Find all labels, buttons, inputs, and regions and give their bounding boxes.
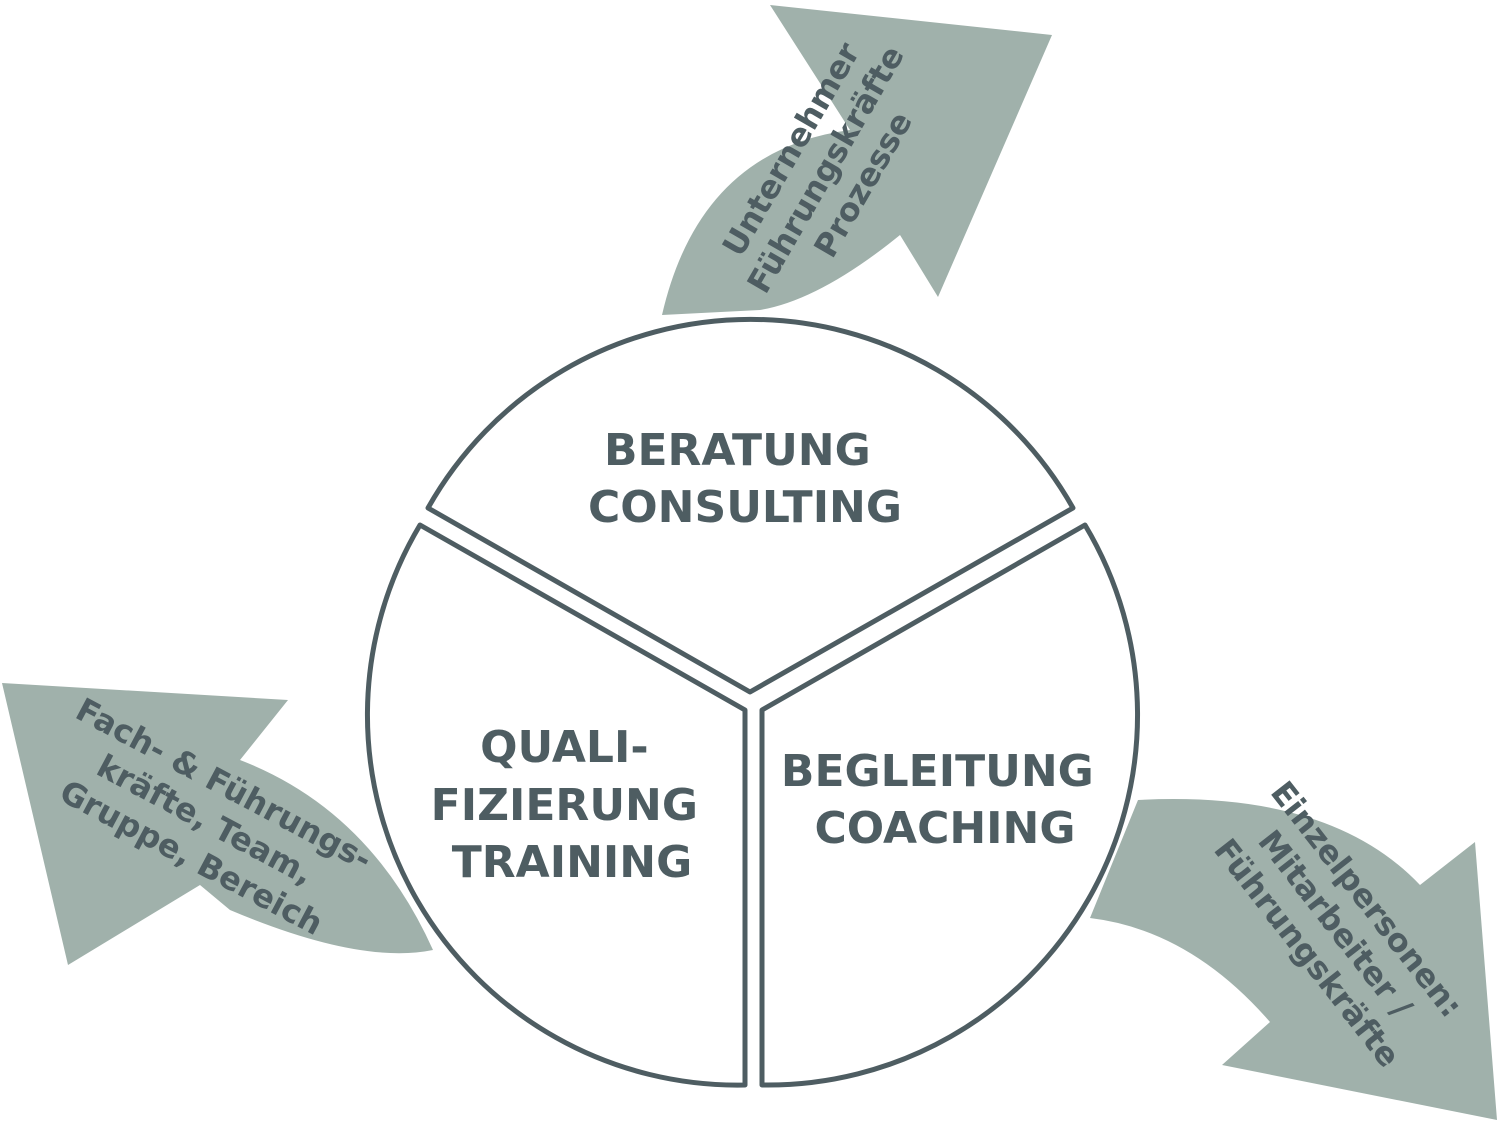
service-circle (364, 316, 1141, 1088)
segment-begleitung-line1: BEGLEITUNG (781, 746, 1094, 797)
segment-begleitung-label: BEGLEITUNG COACHING (781, 746, 1109, 854)
segment-qualifizierung-label: QUALI- FIZIERUNG TRAINING (431, 722, 714, 888)
segment-qualifizierung (364, 522, 748, 1088)
segment-qualifizierung-line1: QUALI- (480, 722, 649, 773)
arrow-top: Unternehmer Führungskräfte Prozesse (662, 5, 1052, 315)
segment-beratung-line1: BERATUNG (604, 425, 871, 476)
segment-beratung (425, 316, 1076, 695)
segment-begleitung-line2: COACHING (815, 803, 1076, 854)
arrow-right-shape (1090, 799, 1497, 1120)
arrow-top-shape (662, 5, 1052, 315)
segment-qualifizierung-line3: TRAINING (452, 837, 692, 888)
segment-beratung-label: BERATUNG CONSULTING (588, 425, 902, 533)
arrow-left-shape (2, 683, 433, 965)
arrow-right: Einzelpersonen: Mitarbeiter / Führungskr… (1090, 774, 1497, 1120)
segment-begleitung (759, 522, 1141, 1088)
segment-qualifizierung-line2: FIZIERUNG (431, 780, 698, 831)
segment-beratung-line2: CONSULTING (588, 482, 902, 533)
